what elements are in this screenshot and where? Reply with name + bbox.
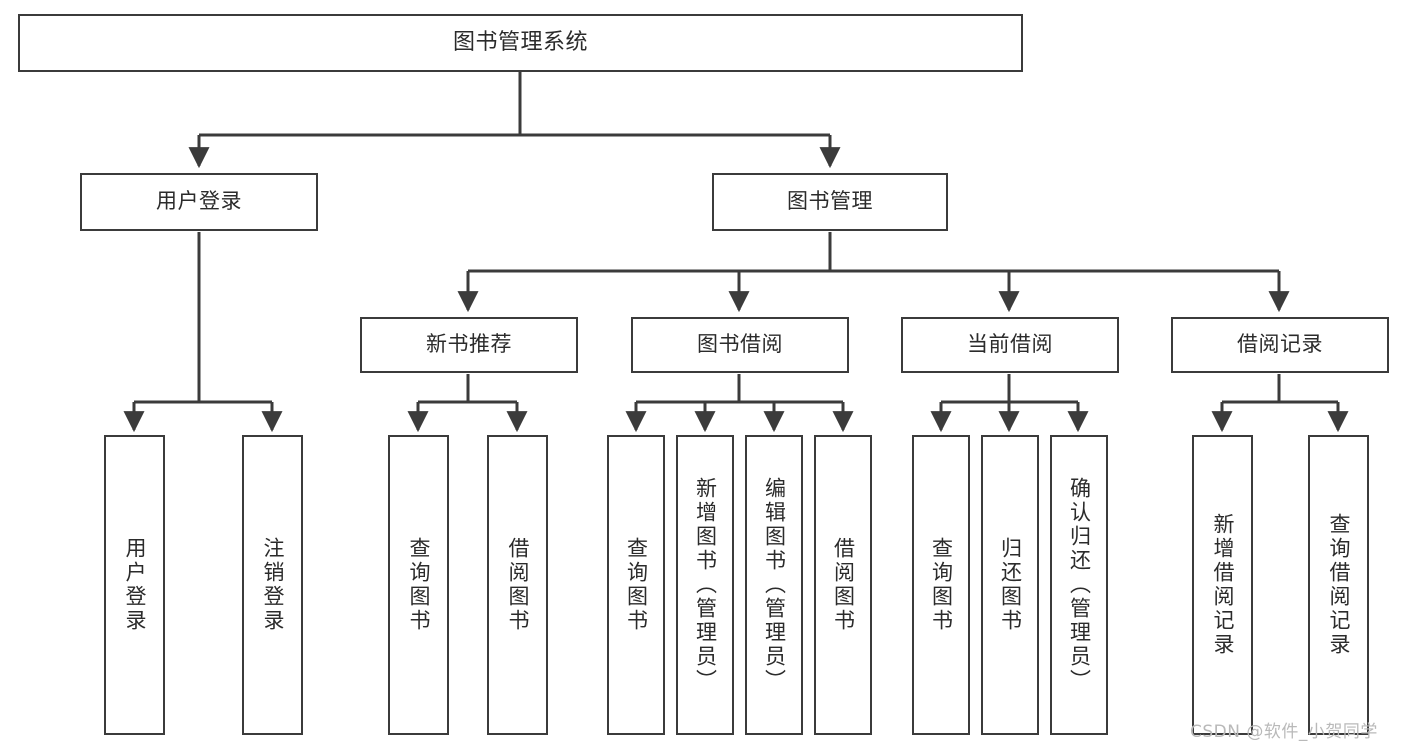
node-book-manage[interactable]: 图书管理 — [712, 173, 948, 231]
node-leaf-query-book-2-label: 查询图书 — [624, 537, 649, 633]
node-leaf-borrow-book-2-label: 借阅图书 — [831, 537, 856, 633]
node-leaf-confirm-return-label: 确认归还（管理员） — [1067, 477, 1092, 693]
node-current-borrow-label: 当前借阅 — [967, 332, 1053, 357]
node-leaf-borrow-book-2[interactable]: 借阅图书 — [814, 435, 872, 735]
node-leaf-add-book[interactable]: 新增图书（管理员） — [676, 435, 734, 735]
node-book-borrow[interactable]: 图书借阅 — [631, 317, 849, 373]
node-leaf-return-book[interactable]: 归还图书 — [981, 435, 1039, 735]
node-user-login-label: 用户登录 — [156, 189, 242, 214]
node-leaf-query-book-3[interactable]: 查询图书 — [912, 435, 970, 735]
node-leaf-user-login[interactable]: 用户登录 — [104, 435, 165, 735]
node-book-manage-label: 图书管理 — [787, 189, 873, 214]
node-new-book-recommend-label: 新书推荐 — [426, 332, 512, 357]
node-book-borrow-label: 图书借阅 — [697, 332, 783, 357]
node-root-system-label: 图书管理系统 — [452, 29, 588, 55]
node-leaf-query-book-2[interactable]: 查询图书 — [607, 435, 665, 735]
node-borrow-record-label: 借阅记录 — [1237, 332, 1323, 357]
node-new-book-recommend[interactable]: 新书推荐 — [360, 317, 578, 373]
node-leaf-query-record[interactable]: 查询借阅记录 — [1308, 435, 1369, 735]
node-leaf-logout[interactable]: 注销登录 — [242, 435, 303, 735]
node-leaf-logout-label: 注销登录 — [261, 537, 285, 633]
node-leaf-return-book-label: 归还图书 — [998, 537, 1023, 633]
node-user-login[interactable]: 用户登录 — [80, 173, 318, 231]
node-leaf-borrow-book-1[interactable]: 借阅图书 — [487, 435, 548, 735]
node-leaf-query-book-3-label: 查询图书 — [929, 537, 954, 633]
node-leaf-borrow-book-1-label: 借阅图书 — [506, 537, 530, 633]
node-leaf-add-record[interactable]: 新增借阅记录 — [1192, 435, 1253, 735]
node-leaf-confirm-return[interactable]: 确认归还（管理员） — [1050, 435, 1108, 735]
node-leaf-query-record-label: 查询借阅记录 — [1327, 513, 1351, 657]
node-leaf-add-record-label: 新增借阅记录 — [1211, 513, 1235, 657]
node-leaf-add-book-label: 新增图书（管理员） — [693, 477, 718, 693]
node-leaf-query-book-1[interactable]: 查询图书 — [388, 435, 449, 735]
node-leaf-edit-book-label: 编辑图书（管理员） — [762, 477, 787, 693]
node-leaf-user-login-label: 用户登录 — [123, 537, 147, 633]
node-leaf-edit-book[interactable]: 编辑图书（管理员） — [745, 435, 803, 735]
node-current-borrow[interactable]: 当前借阅 — [901, 317, 1119, 373]
node-leaf-query-book-1-label: 查询图书 — [407, 537, 431, 633]
node-borrow-record[interactable]: 借阅记录 — [1171, 317, 1389, 373]
node-root-system[interactable]: 图书管理系统 — [18, 14, 1023, 72]
